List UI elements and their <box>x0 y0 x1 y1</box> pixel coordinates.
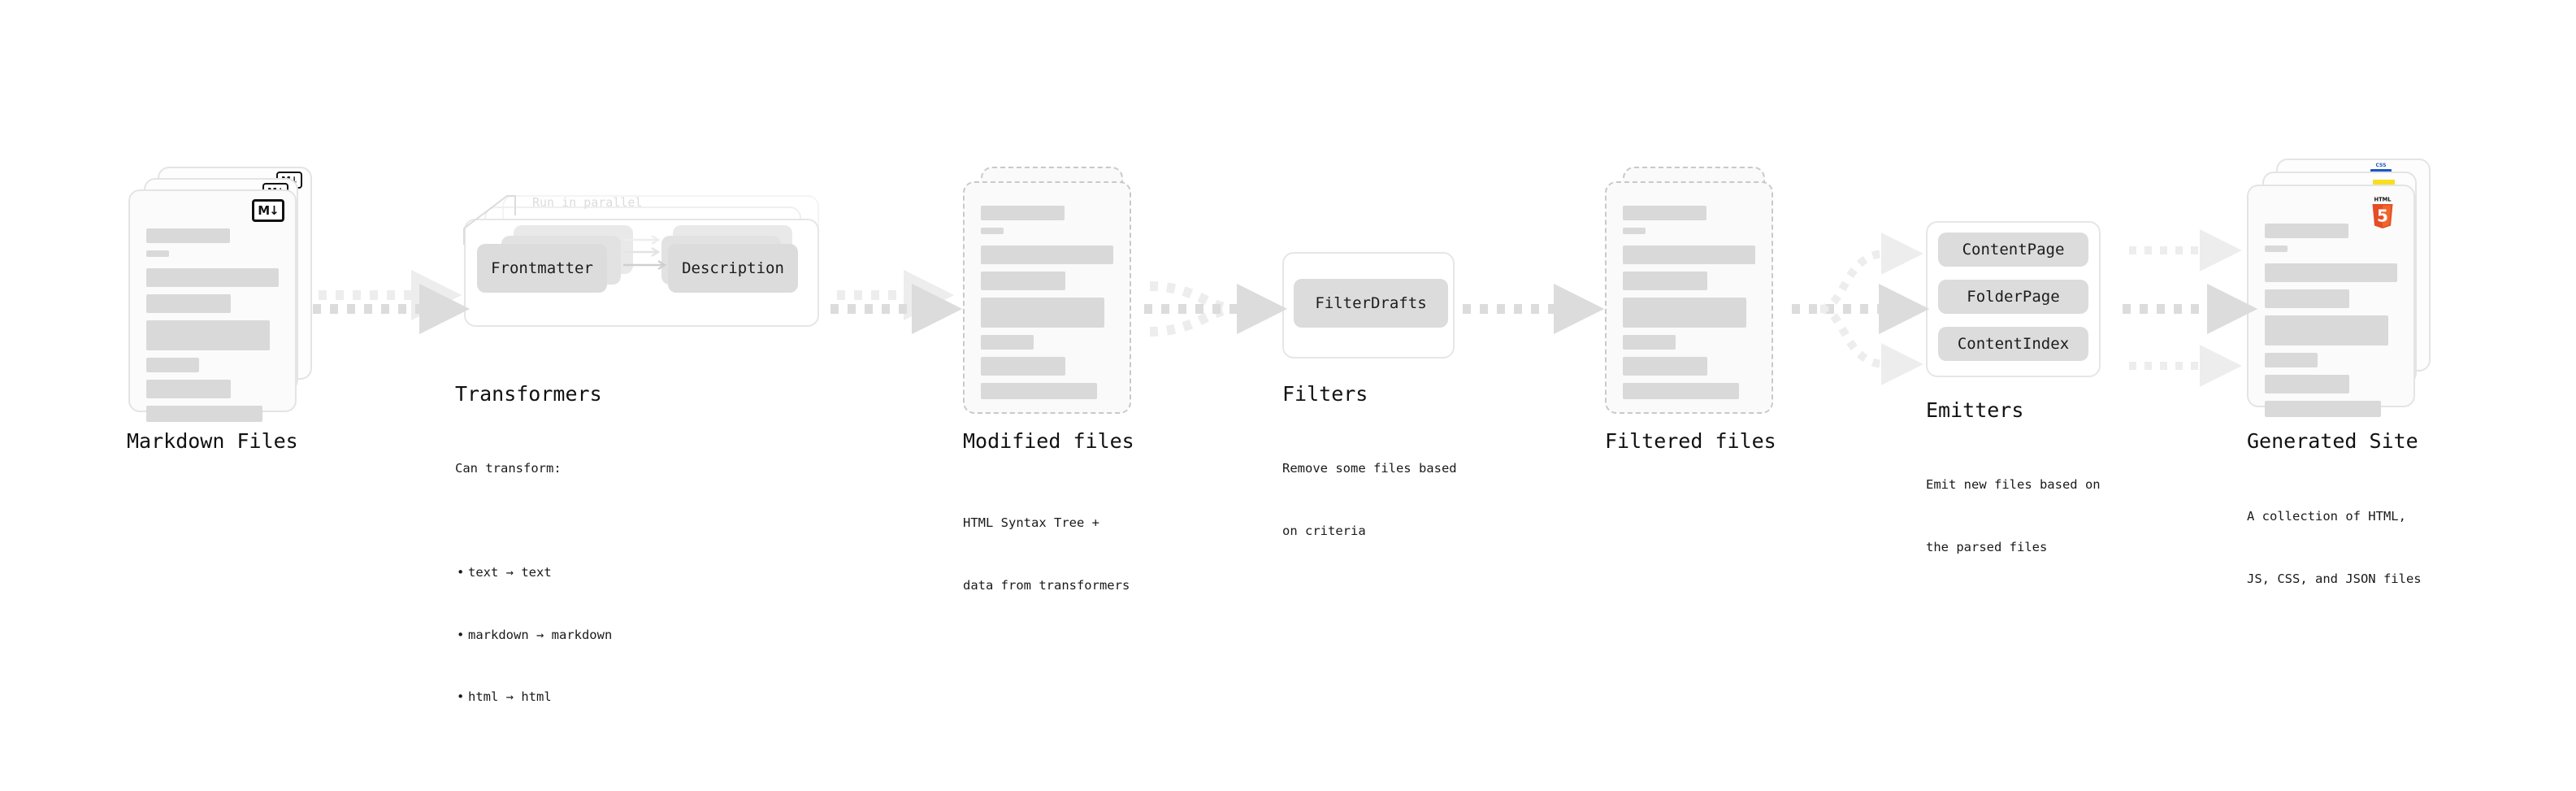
frontmatter-pill[interactable]: Frontmatter <box>477 244 607 293</box>
markdown-badge-front: M↓ <box>252 199 284 222</box>
markdown-card-placeholder-lines <box>146 228 279 429</box>
emitters-group: ContentPage FolderPage ContentIndex <box>1926 221 2113 400</box>
connector-markdown-to-transformers <box>313 269 471 335</box>
connector-modified-to-filters <box>1144 281 1288 337</box>
svg-text:5: 5 <box>2377 206 2388 226</box>
emitters-subtitle-line: the parsed files <box>1926 539 2048 554</box>
emitters-subtitle-line: Emit new files based on <box>1926 477 2101 493</box>
connector-filtered-to-emitters <box>1792 233 1930 385</box>
generated-site-title: Generated Site <box>2247 429 2418 453</box>
generated-site-subtitle: A collection of HTML, JS, CSS, and JSON … <box>2247 465 2422 632</box>
connector-emitters-to-site <box>2123 229 2258 387</box>
modified-files-subtitle-line: data from transformers <box>963 577 1130 593</box>
filters-subtitle: Remove some files based on criteria <box>1282 417 1457 584</box>
modified-card-front <box>963 181 1131 414</box>
generated-site-subtitle-line: JS, CSS, and JSON files <box>2247 571 2422 586</box>
html5-badge: HTML 5 <box>2372 197 2393 228</box>
svg-text:HTML: HTML <box>2374 197 2392 203</box>
filtered-card-front <box>1605 181 1773 414</box>
generated-site-group: HTML 5 <box>2247 159 2450 419</box>
modified-files-subtitle-line: HTML Syntax Tree + <box>963 515 1099 531</box>
filterdrafts-pill[interactable]: FilterDrafts <box>1294 279 1448 328</box>
folderpage-pill[interactable]: FolderPage <box>1938 280 2088 314</box>
transformers-capability-item: markdown → markdown <box>457 625 612 646</box>
diagram-canvas: M↓ M↓ M↓ Markdown Files Frontmatter Desc <box>0 0 2576 681</box>
modified-files-group <box>963 167 1150 419</box>
markdown-files-group: M↓ M↓ M↓ <box>128 167 323 422</box>
filtered-files-group <box>1605 167 1792 419</box>
filters-group: FilterDrafts <box>1282 252 1461 366</box>
filters-subtitle-line: Remove some files based <box>1282 461 1457 476</box>
transformers-group: Frontmatter Description Frontmatter Desc… <box>455 195 829 358</box>
contentindex-pill[interactable]: ContentIndex <box>1938 327 2088 361</box>
emitters-subtitle: Emit new files based on the parsed files <box>1926 433 2101 600</box>
filters-title: Filters <box>1282 382 1368 406</box>
markdown-card-front <box>128 189 297 422</box>
transformers-title: Transformers <box>455 382 602 406</box>
markdown-files-title: Markdown Files <box>127 429 298 453</box>
connector-transformers-to-modified <box>830 269 963 335</box>
emitters-title: Emitters <box>1926 398 2024 422</box>
modified-card-placeholder-lines <box>981 206 1113 406</box>
generated-card-placeholder-lines <box>2265 224 2397 424</box>
filtered-card-placeholder-lines <box>1623 206 1755 406</box>
description-pill[interactable]: Description <box>668 244 798 293</box>
transformers-capability-item: text → text <box>457 563 612 584</box>
run-in-parallel-label: Run in parallel <box>532 195 643 210</box>
transformers-subtitle: Can transform: text → text markdown → ma… <box>455 417 612 791</box>
filtered-files-title: Filtered files <box>1605 429 1776 453</box>
transformers-capability-item: html → html <box>457 687 612 708</box>
generated-site-subtitle-line: A collection of HTML, <box>2247 509 2406 524</box>
modified-files-title: Modified files <box>963 429 1134 453</box>
transformers-subtitle-heading: Can transform: <box>455 461 562 476</box>
contentpage-pill[interactable]: ContentPage <box>1938 233 2088 267</box>
modified-files-subtitle: HTML Syntax Tree + data from transformer… <box>963 472 1130 638</box>
filters-subtitle-line: on criteria <box>1282 523 1366 538</box>
run-in-parallel-bracket-icon <box>463 195 516 245</box>
parallel-arrows-icon <box>623 234 667 271</box>
